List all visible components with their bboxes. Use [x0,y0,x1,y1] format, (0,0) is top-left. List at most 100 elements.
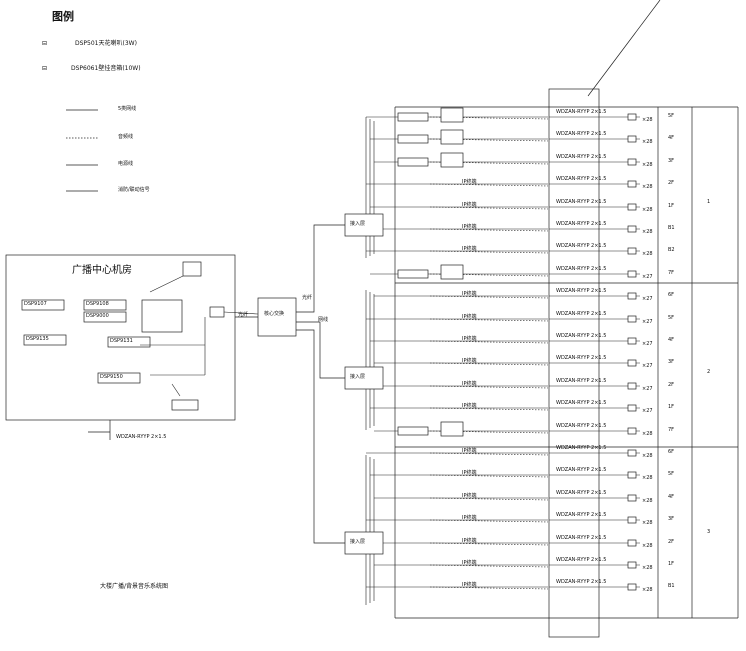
speaker-icon [627,427,637,435]
row-floor-label: B2 [668,247,675,253]
link-label-main: 光纤 [238,312,249,318]
speaker-icon [627,292,637,300]
room-bottom-cable: WDZAN-RYYP 2×1.5 [116,434,167,440]
speaker-icon [627,315,637,323]
row-floor-label: 2F [668,539,675,545]
row-terminal-label: IP终端 [462,538,477,544]
server-monitor [141,299,183,333]
row-cable-label: WDZAN-RYYP 2×1.5 [556,535,607,541]
row-cable-label: WDZAN-RYYP 2×1.5 [556,579,607,585]
row-count-label: ×27 [642,408,653,414]
row-terminal-label: IP终端 [462,291,477,297]
zone-label: 2 [707,369,711,375]
speaker-icon [627,225,637,233]
row-cable-label: WDZAN-RYYP 2×1.5 [556,131,607,137]
row-count-label: ×27 [642,274,653,280]
row-count-label: ×27 [642,363,653,369]
rack-unit-2-label: DSP9108 [86,301,109,307]
row-count-label: ×28 [642,431,653,437]
row-terminal-label: IP终端 [462,202,477,208]
row-floor-label: B1 [668,583,675,589]
row-floor-label: 1F [668,404,675,410]
amp-unit-a-label: DSP9150 [100,374,123,380]
row-count-label: ×28 [642,251,653,257]
row-count-label: ×28 [642,453,653,459]
zone-label: 1 [707,199,711,205]
speaker-icon [627,135,637,143]
terminal-unit [440,107,464,123]
row-floor-label: 3F [668,516,675,522]
legend-line-label: 消防/联动信号 [118,187,150,193]
row-count-label: ×28 [642,207,653,213]
speaker-icon [627,158,637,166]
row-cable-label: WDZAN-RYYP 2×1.5 [556,490,607,496]
row-terminal-label: IP终端 [462,448,477,454]
row-cable-label: WDZAN-RYYP 2×1.5 [556,221,607,227]
terminal-unit [440,129,464,145]
row-count-label: ×28 [642,475,653,481]
amp-unit-b [23,334,67,346]
row-floor-label: 4F [668,135,675,141]
controller-unit-label: DSP9131 [110,338,133,344]
row-floor-label: 6F [668,292,675,298]
link-label-net: 网线 [318,317,329,323]
row-terminal-label: IP终端 [462,358,477,364]
controller-unit [107,336,151,348]
amplifier-unit [397,269,429,279]
row-cable-label: WDZAN-RYYP 2×1.5 [556,266,607,272]
row-count-label: ×27 [642,296,653,302]
room-title: 广播中心机房 [72,265,132,276]
amp-unit-b-label: DSP9135 [26,336,49,342]
row-count-label: ×28 [642,543,653,549]
row-floor-label: 5F [668,315,675,321]
legend-speaker-label: DSP501天花喇叭(3W) [75,40,137,47]
access-switch [344,366,384,390]
row-terminal-label: IP终端 [462,560,477,566]
legend-line-label: 电源线 [118,161,134,167]
speaker-icon [627,113,637,121]
speaker-icon [627,404,637,412]
rack-unit-top-label: DSP9107 [24,301,47,307]
amplifier-unit [397,157,429,167]
speaker-icon [627,583,637,591]
row-floor-label: 4F [668,337,675,343]
row-floor-label: 2F [668,382,675,388]
row-floor-label: 3F [668,158,675,164]
row-count-label: ×27 [642,319,653,325]
row-floor-label: 5F [668,471,675,477]
row-count-label: ×28 [642,139,653,145]
amplifier-unit [397,426,429,436]
speaker-icon [627,494,637,502]
row-cable-label: WDZAN-RYYP 2×1.5 [556,154,607,160]
mic-stand-line [171,383,181,397]
row-cable-label: WDZAN-RYYP 2×1.5 [556,445,607,451]
legend-line-label: 音频线 [118,134,134,140]
row-cable-label: WDZAN-RYYP 2×1.5 [556,557,607,563]
amplifier-unit [397,112,429,122]
access-switch-label: 接入层 [350,221,366,227]
speaker-icon [627,449,637,457]
row-cable-label: WDZAN-RYYP 2×1.5 [556,288,607,294]
row-terminal-label: IP终端 [462,403,477,409]
rack-unit-top [21,299,65,311]
zone-label: 3 [707,529,711,535]
row-floor-label: 6F [668,449,675,455]
laptop-link-line [149,275,184,293]
row-terminal-label: IP终端 [462,179,477,185]
row-count-label: ×28 [642,162,653,168]
speaker-icon [627,516,637,524]
server-unit-label: DSP9000 [86,313,109,319]
row-cable-label: WDZAN-RYYP 2×1.5 [556,423,607,429]
speaker-3w-icon: ⊟ [42,40,48,47]
server-unit [83,311,127,323]
row-floor-label: 5F [668,113,675,119]
row-count-label: ×28 [642,184,653,190]
row-count-label: ×28 [642,117,653,123]
legend-speaker-label: DSP6061壁挂音箱(10W) [71,65,141,72]
row-cable-label: WDZAN-RYYP 2×1.5 [556,400,607,406]
legend-title: 图例 [52,10,74,23]
terminal-unit [440,421,464,437]
row-cable-label: WDZAN-RYYP 2×1.5 [556,512,607,518]
row-cable-label: WDZAN-RYYP 2×1.5 [556,355,607,361]
